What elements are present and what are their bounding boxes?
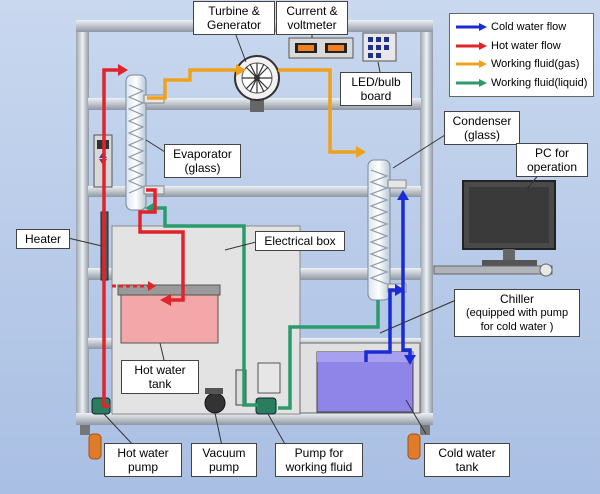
hot-water-flow xyxy=(102,68,185,408)
led-bulb-board-device xyxy=(362,32,397,62)
callout-leader-lines xyxy=(67,29,541,447)
hot-water-tank xyxy=(117,284,221,344)
legend-label: Working fluid(liquid) xyxy=(491,76,588,89)
caster-wheel-right xyxy=(407,425,430,460)
pc-monitor xyxy=(462,180,556,266)
legend-item-hot: Hot water flow xyxy=(454,37,589,56)
cold-water-tank xyxy=(299,342,421,414)
legend-arrow-icon xyxy=(456,23,487,32)
legend-item-gas: Working fluid(gas) xyxy=(454,55,589,74)
frame-beam xyxy=(88,186,421,197)
turbine-callout: Turbine &Generator xyxy=(193,1,275,35)
heater-callout: Heater xyxy=(16,229,70,249)
flow-legend: Cold water flow Hot water flow Working f… xyxy=(449,13,594,97)
frame-post-right xyxy=(420,20,433,425)
meter-callout: Current &voltmeter xyxy=(276,1,348,35)
legend-arrow-icon xyxy=(456,41,487,50)
cold-water-flow xyxy=(364,200,412,362)
caster-wheel-left xyxy=(80,425,102,460)
legend-arrow-icon xyxy=(456,78,487,87)
legend-item-liquid: Working fluid(liquid) xyxy=(454,74,589,93)
working-fluid-liquid-flow xyxy=(155,206,380,410)
fluid-pump-panel xyxy=(257,362,281,394)
pc-desk xyxy=(433,265,553,275)
legend-arrow-icon xyxy=(456,60,487,69)
condenser-callout: Condenser(glass) xyxy=(444,111,520,145)
frame-post-left xyxy=(76,20,89,425)
evaporator-column xyxy=(125,74,165,211)
vacuum-pump-icon xyxy=(204,388,226,414)
legend-label: Working fluid(gas) xyxy=(491,58,580,71)
pc-mouse xyxy=(539,263,553,277)
legend-label: Cold water flow xyxy=(491,21,567,34)
working-fluid-gas-flow xyxy=(147,68,356,154)
legend-item-cold: Cold water flow xyxy=(454,18,589,37)
frame-beam-bottom xyxy=(76,413,433,425)
legend-label: Hot water flow xyxy=(491,39,561,52)
turbine-generator-icon xyxy=(234,55,280,112)
current-voltmeter-device xyxy=(288,37,354,59)
flow-meter-icon xyxy=(235,369,247,406)
working-fluid-pump-icon xyxy=(255,397,277,415)
electrical-box-callout: Electrical box xyxy=(255,231,345,251)
evaporator-callout: Evaporator(glass) xyxy=(164,144,241,178)
